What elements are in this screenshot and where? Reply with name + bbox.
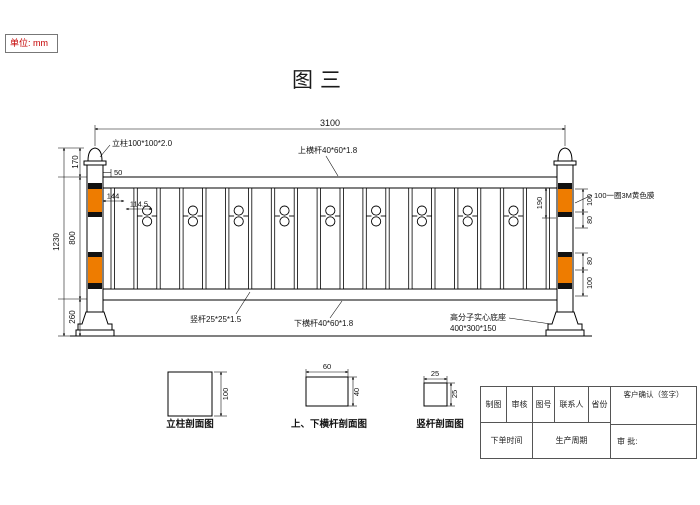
unit-label: 单位: mm bbox=[5, 34, 58, 53]
title-block-bottom-row: 下单时间 生产周期 bbox=[481, 423, 610, 458]
bar-section-label: 竖杆剖面图 bbox=[416, 418, 464, 430]
cell-drawing-no: 图号 bbox=[533, 387, 555, 422]
cell-order-time: 下单时间 bbox=[481, 423, 533, 458]
rail-section-label: 上、下横杆剖面图 bbox=[291, 418, 367, 430]
dim-film-bottom-band: 100 bbox=[587, 277, 594, 289]
label-vertical-bar: 竖杆25*25*1.5 bbox=[190, 314, 242, 324]
reflective-film-band bbox=[558, 257, 572, 283]
cell-checked-by: 审核 bbox=[507, 387, 533, 422]
dim-114-5: 114.5 bbox=[130, 200, 148, 209]
bottom-rail bbox=[102, 288, 558, 301]
label-bottom-rail: 下横杆40*60*1.8 bbox=[294, 318, 354, 328]
cell-production-cycle: 生产周期 bbox=[555, 436, 588, 445]
rail-section-dim-side: 40 bbox=[352, 388, 361, 396]
post-section-label: 立柱剖面图 bbox=[166, 418, 214, 430]
left-post bbox=[75, 147, 115, 337]
bar-section-dim-top: 25 bbox=[431, 369, 439, 378]
dim-width: 3100 bbox=[320, 118, 340, 128]
dim-top: 170 bbox=[71, 155, 80, 169]
dimension-lines bbox=[58, 125, 593, 337]
title-block-header-row: 制图 审核 图号 联系人 省份 bbox=[481, 387, 610, 423]
rail-section-dim-top: 60 bbox=[323, 362, 331, 371]
reflective-film-band bbox=[88, 189, 102, 212]
post-section-dim: 100 bbox=[221, 388, 230, 401]
vertical-bars bbox=[110, 187, 550, 290]
label-base-line2: 400*300*150 bbox=[450, 324, 497, 333]
title-block-right: 客户确认（签字） 审 批: bbox=[611, 387, 696, 458]
top-rail bbox=[102, 176, 558, 189]
dim-post-gap: 50 bbox=[114, 168, 122, 177]
figure-title: 图三 bbox=[292, 69, 348, 92]
right-post bbox=[545, 147, 585, 337]
cell-contact: 联系人 bbox=[555, 387, 589, 422]
dim-film-top-band: 100 bbox=[587, 194, 594, 206]
dim-bottom: 260 bbox=[68, 310, 77, 324]
rail-section: 60 40 上、下横杆剖面图 bbox=[291, 362, 367, 430]
reflective-film-band bbox=[558, 189, 572, 212]
label-post: 立柱100*100*2.0 bbox=[112, 138, 173, 148]
label-film: 100一圈3M黄色膜 bbox=[594, 190, 655, 200]
dim-film-top-gap: 80 bbox=[587, 216, 594, 224]
label-base-line1: 高分子实心底座 bbox=[450, 312, 506, 322]
post-section: 100 立柱剖面图 bbox=[166, 371, 230, 430]
bar-section-dim-side: 25 bbox=[450, 390, 459, 398]
cell-province: 省份 bbox=[591, 400, 608, 409]
dim-middle: 800 bbox=[68, 231, 77, 245]
title-block: 制图 审核 图号 联系人 省份 下单时间 生产周期 客户确认（签字） 审 批: bbox=[480, 386, 697, 459]
cell-drafted-by: 制图 bbox=[481, 387, 507, 422]
dim-total-height: 1230 bbox=[52, 233, 61, 251]
dim-film-bottom-gap: 80 bbox=[587, 257, 594, 265]
dim-190: 190 bbox=[535, 197, 544, 210]
panel-ornaments bbox=[136, 205, 524, 227]
label-top-rail: 上横杆40*60*1.8 bbox=[298, 145, 358, 155]
bar-section: 25 25 竖杆剖面图 bbox=[416, 369, 464, 430]
cell-customer-confirm: 客户确认（签字） bbox=[611, 387, 696, 425]
dim-144: 144 bbox=[107, 192, 120, 201]
cell-approval: 审 批: bbox=[617, 437, 638, 446]
title-block-left: 制图 审核 图号 联系人 省份 下单时间 生产周期 bbox=[481, 387, 611, 458]
reflective-film-band bbox=[88, 257, 102, 283]
